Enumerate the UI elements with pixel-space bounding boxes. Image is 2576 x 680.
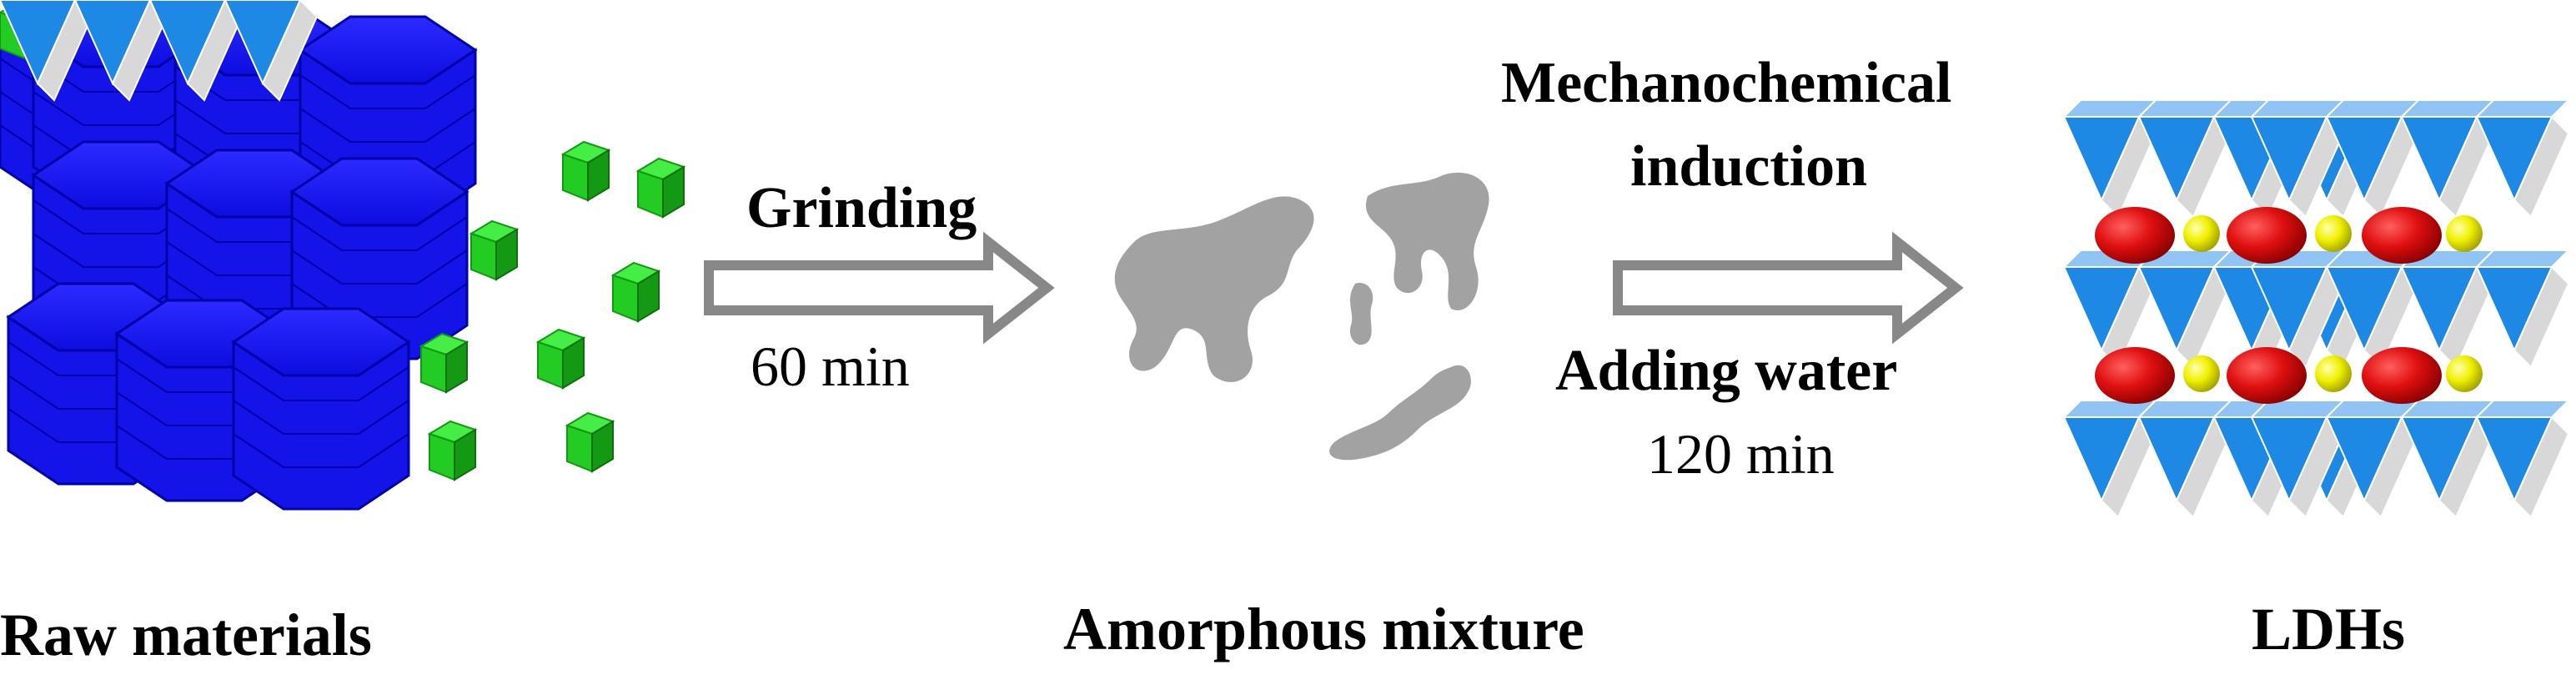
amorphous-mixture-label: Amorphous mixture: [1063, 596, 1584, 662]
adding-water-label: Adding water: [1555, 339, 1898, 403]
ldh-structure: [0, 0, 2569, 518]
grinding-time-label: 60 min: [751, 335, 910, 398]
induction-label: induction: [1630, 134, 1867, 199]
raw-materials-label: Raw materials: [0, 602, 372, 668]
mechanochemical-arrow: [1613, 231, 1964, 345]
grinding-label: Grinding: [746, 176, 977, 240]
grinding-arrow: [704, 231, 1055, 345]
water-time-label: 120 min: [1647, 422, 1835, 486]
mechanochemical-label: Mechanochemical: [1501, 51, 1952, 115]
raw-materials-block-grid: [7, 0, 477, 511]
ldhs-label: LDHs: [2252, 596, 2406, 662]
amorphous-blobs: [1114, 172, 1489, 461]
